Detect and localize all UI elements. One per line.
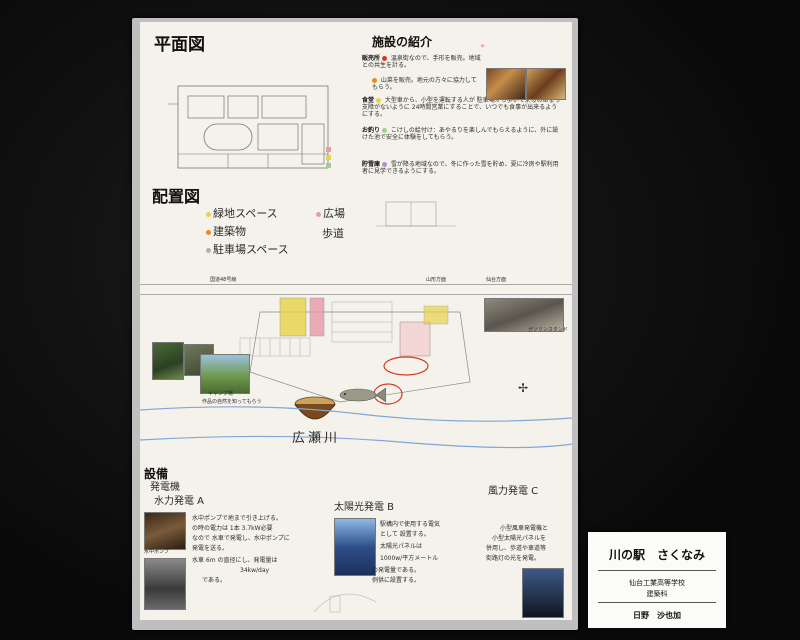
card-divider — [598, 570, 716, 571]
solar-panel-photo — [334, 518, 376, 576]
equipment-title: 設備 — [144, 467, 169, 481]
wind-line: 小型太陽光パネルを — [492, 535, 547, 542]
hydro-line: 水車 6m の直径にし、発電量は — [192, 557, 278, 564]
school-name: 仙台工業高等学校 — [629, 579, 685, 587]
camp-label: キャンプ場 — [208, 391, 233, 397]
label-stamp: ✧ — [480, 43, 486, 50]
label-snow-storage: 貯雪庫 — [362, 161, 381, 168]
project-title: 川の駅 さくなみ — [608, 548, 705, 562]
road-line — [140, 284, 572, 285]
legend-item-green: 緑地スペース — [206, 207, 278, 221]
section-sketch — [376, 201, 456, 227]
direction-sendai: 仙台方面 — [486, 277, 507, 283]
bullet-icon — [372, 78, 377, 83]
poster-board: 平面図 施設の紹介 ✧ 販売所 温泉街なので、手形を販売。地域との共生を計る。 … — [140, 22, 572, 620]
facility-item-1-text: 温泉街なので、手形を販売。地域との共生を計る。 — [362, 55, 481, 69]
hydro-title: 水力発電 A — [154, 496, 205, 507]
wind-line: 街路灯の光を発電。 — [486, 555, 541, 562]
facility-item-2-text: 山菜を販売。地元の方々に協力してもらう。 — [372, 77, 477, 91]
bottom-sketch — [313, 593, 377, 613]
road-line — [140, 294, 572, 295]
river-label: 広瀬川 — [292, 431, 341, 446]
facility-item-5-text: 雪が降る地域なので、冬に作った雪を貯め、夏に冷房や駅利用者に見学できるようにする… — [362, 161, 559, 175]
solar-line: 駅構内で使用する電気 — [380, 521, 441, 528]
wind-turbine-photo — [522, 568, 564, 618]
facility-item-3-text: 大型車から、小型を運転する人が 駐車場から歩いて来るのあまり支障がないように 2… — [362, 97, 561, 118]
bullet-icon — [375, 98, 381, 103]
hydro-line: 34kw/day — [240, 567, 270, 574]
hydro-line: の時の電力は 1本 3.7kW必要 — [192, 525, 273, 532]
wind-line: 小型風車発電機と — [500, 525, 549, 532]
solar-line: の発電量である。 — [372, 567, 420, 574]
solar-line: 太陽光パネルは — [380, 543, 423, 550]
solar-line: 例供に設置する。 — [372, 577, 421, 584]
label-shop: 販売所 — [362, 55, 381, 62]
facility-item-1: 販売所 温泉街なので、手形を販売。地域との共生を計る。 — [362, 55, 482, 70]
site-layout-drawing — [239, 297, 471, 405]
north-arrow-icon: ✢ — [518, 381, 529, 395]
legend-plaza-label: 広場 — [323, 207, 345, 220]
nature-caption: 作品の自然を知ってもらう — [202, 399, 262, 405]
pump-photo — [144, 558, 186, 610]
bullet-icon — [381, 128, 387, 133]
solar-title: 太陽光発電 B — [334, 502, 395, 513]
legend-item-parking: 駐車場スペース — [206, 243, 289, 257]
author-name: 日野 沙也加 — [633, 610, 681, 620]
gas-station-label: ガソリンスタンド — [528, 327, 568, 333]
name-card: 川の駅 さくなみ 仙台工業高等学校 建築科 日野 沙也加 — [588, 532, 726, 628]
department-name: 建築科 — [646, 590, 668, 598]
facility-item-4-text: こけしの絵付け：あやるりを楽しんでもらえるように、外に設けた池で安全に体験をして… — [362, 127, 559, 141]
facility-item-2: 山菜を販売。地元の方々に協力してもらう。 — [372, 77, 482, 92]
bullet-icon — [381, 56, 387, 61]
legend-item-plaza: 広場 — [316, 207, 345, 221]
plan-legend — [326, 144, 331, 171]
legend-parking-label: 駐車場スペース — [213, 243, 289, 256]
legend-item-building: 建築物 — [206, 225, 246, 239]
river-drawing — [140, 406, 572, 449]
wind-line: 併用し、歩道や車道等 — [486, 545, 547, 552]
legend-walk-label: 歩道 — [322, 227, 344, 240]
pump-label: 水中ポンプ — [144, 549, 169, 555]
food-photo — [526, 68, 566, 100]
gas-station-photo — [484, 298, 564, 332]
camp-photo — [200, 354, 250, 394]
hydro-line: 発電を送る。 — [192, 545, 229, 552]
facility-item-3: 食堂 大型車から、小型を運転する人が 駐車場から歩いて来るのあまり支障がないよう… — [362, 97, 562, 119]
facility-item-4: お釣り こけしの絵付け：あやるりを楽しんでもらえるように、外に設けた池で安全に体… — [362, 127, 562, 142]
floor-plan-drawing — [168, 85, 329, 169]
shop-photo — [486, 68, 526, 100]
legend-building-label: 建築物 — [213, 225, 246, 238]
solar-line: として 設置する。 — [380, 531, 430, 538]
bullet-icon — [206, 211, 211, 217]
facility-title: 施設の紹介 — [372, 35, 433, 49]
bullet-icon — [206, 247, 211, 253]
card-divider — [598, 602, 716, 603]
hydro-line: 水中ポンプで地まで引き上げる。 — [192, 515, 282, 522]
legend-green-label: 緑地スペース — [213, 207, 278, 220]
plan-title: 平面図 — [154, 35, 205, 55]
bowl-illustration — [294, 396, 336, 420]
wind-title: 風力発電 C — [488, 486, 539, 497]
water-wheel-photo — [144, 512, 186, 550]
layout-title: 配置図 — [152, 187, 201, 206]
bullet-icon — [316, 211, 321, 217]
hydro-line: である。 — [202, 577, 226, 584]
label-fishing: お釣り — [362, 127, 381, 134]
hot-spring-photo — [152, 342, 184, 380]
road-label: 国道48号線 — [210, 277, 237, 283]
direction-yamagata: 山形方面 — [426, 277, 447, 283]
facility-item-5: 貯雪庫 雪が降る地域なので、冬に作った雪を貯め、夏に冷房や駅利用者に見学できるよ… — [362, 161, 562, 176]
label-diner: 食堂 — [362, 97, 375, 104]
solar-line: 1000w/平方メートル — [380, 555, 439, 562]
bullet-icon — [381, 162, 387, 167]
hydro-line: なので 水車で発電し、水中ポンプに — [192, 535, 290, 542]
bullet-icon — [206, 229, 211, 235]
fish-illustration — [339, 387, 386, 403]
generator-title: 発電機 — [150, 482, 180, 493]
